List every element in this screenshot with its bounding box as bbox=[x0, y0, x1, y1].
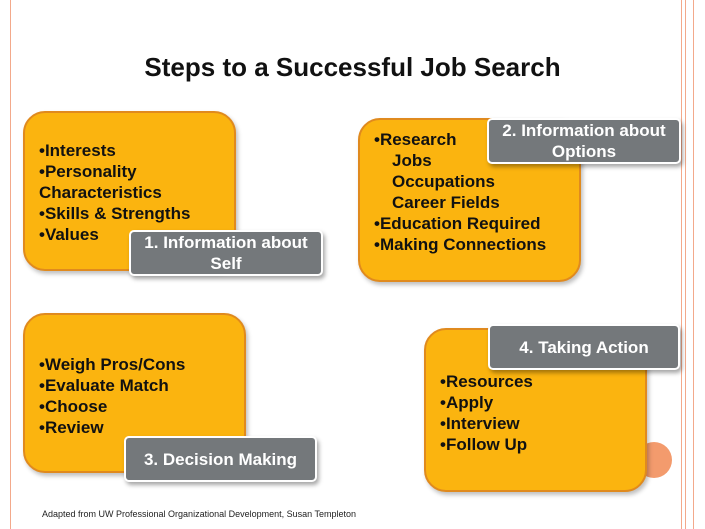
frame-line-right bbox=[681, 0, 682, 529]
step-3-item: •Evaluate Match bbox=[39, 376, 169, 395]
step-1-list: •Interests •Personality Characteristics … bbox=[39, 140, 234, 245]
source-credit: Adapted from UW Professional Organizatio… bbox=[42, 509, 356, 519]
step-4-item: •Resources bbox=[440, 372, 533, 391]
step-2-item: •Education Required bbox=[374, 214, 541, 233]
step-2-item: Career Fields bbox=[392, 193, 500, 212]
step-1-item: •Skills & Strengths bbox=[39, 204, 191, 223]
step-3-list: •Weigh Pros/Cons •Evaluate Match •Choose… bbox=[39, 354, 244, 438]
step-2-list: •Research Jobs Occupations Career Fields… bbox=[374, 129, 579, 255]
step-4-list: •Resources •Apply •Interview •Follow Up bbox=[440, 371, 645, 455]
frame-line-right-2 bbox=[685, 0, 686, 529]
step-1-item: •Personality Characteristics bbox=[39, 162, 162, 202]
step-4-label: 4. Taking Action bbox=[488, 324, 680, 370]
frame-line-right-3 bbox=[693, 0, 694, 529]
step-2-item: Occupations bbox=[392, 172, 495, 191]
step-1-label: 1. Information about Self bbox=[129, 230, 323, 276]
step-2-label: 2. Information about Options bbox=[487, 118, 681, 164]
step-3-item: •Review bbox=[39, 418, 104, 437]
step-2-item: •Making Connections bbox=[374, 235, 547, 254]
step-3-item: •Weigh Pros/Cons bbox=[39, 355, 186, 374]
step-1-item: •Interests bbox=[39, 141, 116, 160]
step-1-item: •Values bbox=[39, 225, 99, 244]
step-2-item: •Research bbox=[374, 130, 457, 149]
step-2-item: Jobs bbox=[392, 151, 432, 170]
step-3-item: •Choose bbox=[39, 397, 108, 416]
step-3-label: 3. Decision Making bbox=[124, 436, 317, 482]
step-4-item: •Follow Up bbox=[440, 435, 528, 454]
step-4-item: •Interview bbox=[440, 414, 520, 433]
slide-title: Steps to a Successful Job Search bbox=[144, 52, 561, 82]
frame-line-left bbox=[10, 0, 11, 529]
step-4-item: •Apply bbox=[440, 393, 494, 412]
step-2-box: •Research Jobs Occupations Career Fields… bbox=[358, 118, 581, 282]
